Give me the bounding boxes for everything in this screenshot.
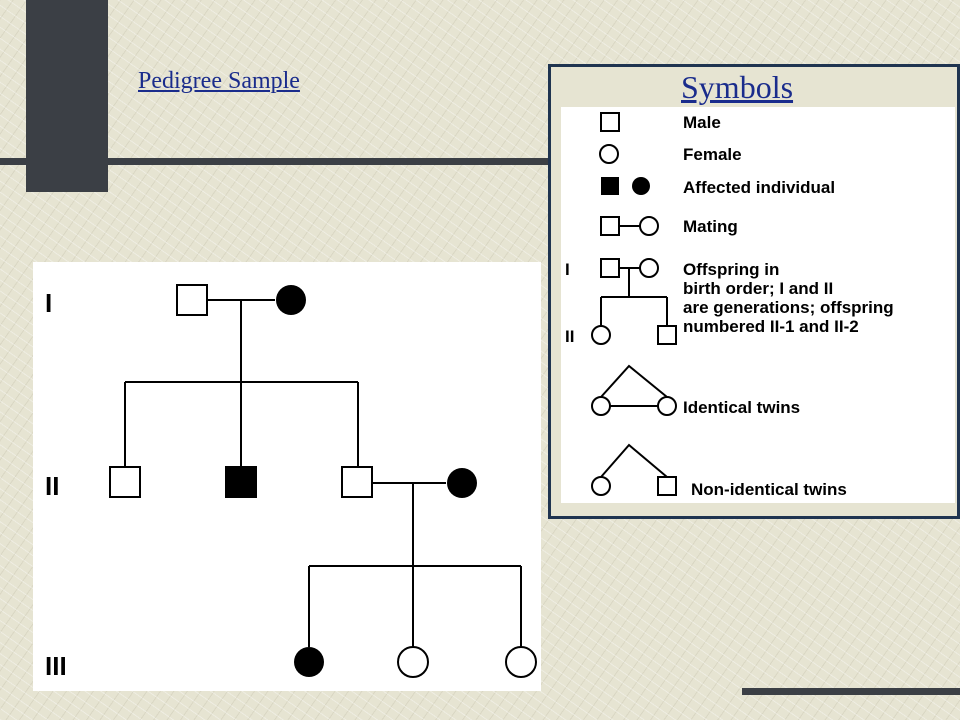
- pedigree-svg: I II III: [45, 284, 537, 681]
- female-III-3: [505, 646, 537, 678]
- legend-offspring-parent-male: [600, 258, 620, 278]
- legend-label-offspring-4: numbered II-1 and II-2: [683, 317, 859, 336]
- legend-nonidentical-twin-male: [657, 476, 677, 496]
- symbols-panel: Symbols: [548, 64, 960, 519]
- male-II-1: [109, 466, 141, 498]
- legend-identical-twin-2: [657, 396, 677, 416]
- legend-offspring-child-female: [591, 325, 611, 345]
- legend-identical-twins-lines: [600, 364, 668, 398]
- legend-mating-male: [600, 216, 620, 236]
- affected-female-I-2: [276, 285, 306, 315]
- legend-affected-male-symbol: [601, 177, 619, 195]
- pedigree-chart: I II III: [33, 262, 541, 691]
- legend-label-identical-twins: Identical twins: [683, 398, 800, 417]
- legend-generation-II: II: [565, 327, 574, 346]
- symbols-legend: Male Female Affected individual Mating O…: [561, 107, 955, 503]
- pedigree-sample-link[interactable]: Pedigree Sample: [138, 68, 300, 94]
- horizontal-rule: [0, 158, 560, 165]
- affected-male-II-2: [225, 466, 257, 498]
- legend-male-symbol: [600, 112, 620, 132]
- legend-label-male: Male: [683, 113, 721, 132]
- affected-female-III-1: [294, 647, 324, 677]
- symbols-title: Symbols: [681, 69, 794, 105]
- legend-nonidentical-twin-female: [591, 476, 611, 496]
- legend-female-symbol: [599, 144, 619, 164]
- legend-label-offspring-3: are generations; offspring: [683, 298, 894, 317]
- female-III-2: [397, 646, 429, 678]
- legend-label-mating: Mating: [683, 217, 738, 236]
- legend-label-offspring-1: Offspring in: [683, 260, 779, 279]
- legend-label-female: Female: [683, 145, 742, 164]
- bottom-rule: [742, 688, 960, 695]
- legend-identical-twin-1: [591, 396, 611, 416]
- legend-affected-female-symbol: [632, 177, 650, 195]
- male-I-1: [176, 284, 208, 316]
- affected-female-II-4: [447, 468, 477, 498]
- legend-label-nonidentical-twins: Non-identical twins: [691, 480, 847, 499]
- generation-label-III: III: [45, 651, 67, 681]
- legend-label-affected: Affected individual: [683, 178, 835, 197]
- legend-generation-I: I: [565, 260, 570, 279]
- legend-mating-female: [639, 216, 659, 236]
- generation-label-II: II: [45, 471, 59, 501]
- male-II-3: [341, 466, 373, 498]
- legend-nonidentical-twins-lines: [600, 443, 668, 478]
- generation-label-I: I: [45, 288, 52, 318]
- legend-offspring-child-male: [657, 325, 677, 345]
- legend-label-offspring-2: birth order; I and II: [683, 279, 833, 298]
- legend-offspring-parent-female: [639, 258, 659, 278]
- legend-svg: Male Female Affected individual Mating O…: [565, 112, 894, 499]
